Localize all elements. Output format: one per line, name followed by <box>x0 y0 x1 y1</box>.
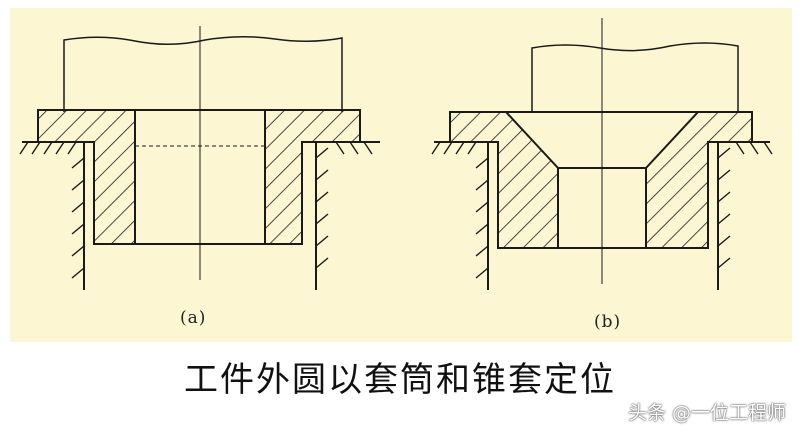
workpiece-b <box>531 42 739 112</box>
ground-hatch-a <box>19 141 373 279</box>
ground-hatch-b <box>431 141 773 279</box>
figure-b <box>431 18 773 290</box>
fixture-a <box>22 141 380 290</box>
subfigure-label-b: (b) <box>594 312 622 332</box>
sleeve-a-right-wall <box>264 109 361 245</box>
subfigure-label-a: (a) <box>180 308 207 328</box>
watermark: 头条 @一位工程师 <box>627 402 786 424</box>
taper-sleeve-b-left <box>449 111 559 249</box>
locating-diagram <box>19 18 773 290</box>
sleeve-a-left-wall <box>37 109 136 245</box>
figure-a <box>19 26 380 290</box>
workpiece-a <box>63 35 343 112</box>
figure-caption: 工件外圆以套筒和锥套定位 <box>184 360 616 400</box>
diagram-figure: (a) (b) <box>10 8 792 342</box>
taper-sleeve-b-right <box>645 111 753 249</box>
